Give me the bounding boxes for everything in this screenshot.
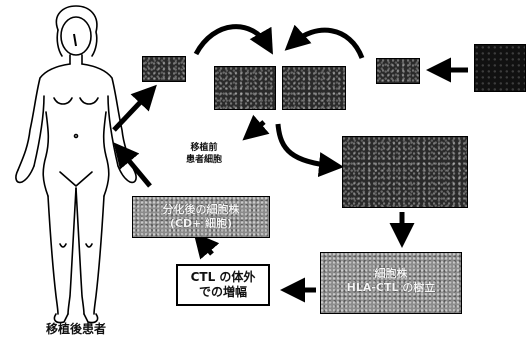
donor-cells-label-line1: 移植前 (178, 142, 230, 154)
patient-label: 移植後患者 (30, 320, 122, 337)
ctl-box-line1: CTL の体外 (191, 270, 256, 285)
establish-box-line2: HLA-CTL の樹立 (321, 281, 461, 295)
donor-box (474, 44, 526, 92)
donor-cells-label-line2: 患者細胞 (178, 154, 230, 166)
arrow-patient-to-sample (114, 92, 150, 130)
arrow-ctl-to-monitor (200, 240, 212, 254)
cell-box-right (282, 66, 346, 110)
establish-box-line1: 細胞株 (321, 267, 461, 281)
monitor-box: 分化後の細胞株 (CD+ 細胞) (132, 196, 270, 238)
arrow-curve-left (196, 27, 268, 54)
cell-box-left (214, 66, 276, 110)
donor-cells-label: 移植前 患者細胞 (178, 142, 230, 166)
arrow-return-to-patient (120, 150, 150, 186)
ctl-box-line2: での増幅 (199, 285, 247, 300)
arrow-to-culture (278, 124, 334, 166)
ctl-expansion-box: CTL の体外 での増幅 (176, 264, 270, 306)
establish-box: 細胞株 HLA-CTL の樹立 (320, 252, 462, 314)
monitor-box-line2: (CD+ 細胞) (133, 217, 269, 231)
monitor-box-line1: 分化後の細胞株 (133, 203, 269, 217)
arrow-donor-cells (250, 122, 264, 134)
sample-box (142, 56, 186, 82)
culture-box (342, 136, 468, 208)
source-box (376, 58, 420, 84)
arrow-curve-right (292, 30, 362, 58)
